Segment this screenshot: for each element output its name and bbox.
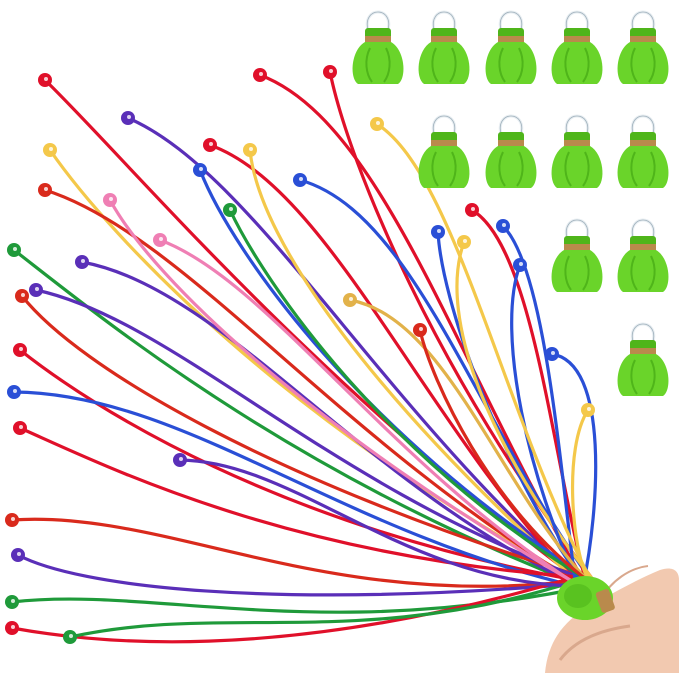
- popper-item: [481, 104, 541, 190]
- popper-item: [613, 104, 673, 190]
- streamer-coil: [513, 258, 527, 272]
- popper-item: [348, 0, 408, 86]
- popper-item: [547, 104, 607, 190]
- streamer: [43, 188, 585, 588]
- streamer: [12, 390, 577, 588]
- streamer-coil: [173, 453, 187, 467]
- streamer-coil: [103, 193, 117, 207]
- streamer-coil: [323, 65, 337, 79]
- streamer-coil: [431, 225, 445, 239]
- streamer-coil: [29, 283, 43, 297]
- streamer: [158, 238, 581, 588]
- streamer-coil: [153, 233, 167, 247]
- streamer: [570, 408, 590, 579]
- streamer: [198, 168, 589, 579]
- streamer: [10, 517, 585, 588]
- streamer-coil: [38, 73, 52, 87]
- streamer: [348, 298, 589, 582]
- streamer-coil: [457, 235, 471, 249]
- streamer-coil: [193, 163, 207, 177]
- streamer: [228, 208, 585, 579]
- streamer-coil: [7, 385, 21, 399]
- streamer-coil: [121, 111, 135, 125]
- streamer: [298, 178, 593, 582]
- popper-item: [613, 208, 673, 294]
- streamer-coil: [7, 243, 21, 257]
- streamer: [550, 352, 598, 588]
- streamer: [108, 198, 577, 585]
- streamer-coil: [465, 203, 479, 217]
- streamer-coil: [5, 595, 19, 609]
- streamer-coil: [581, 403, 595, 417]
- streamer: [248, 148, 581, 585]
- streamer-coil: [43, 143, 57, 157]
- streamer-coil: [370, 117, 384, 131]
- streamer: [501, 224, 577, 582]
- streamer-coil: [11, 548, 25, 562]
- streamer-coil: [496, 219, 510, 233]
- streamer: [470, 208, 589, 588]
- popper-item: [481, 0, 541, 86]
- streamer-coil: [63, 630, 77, 644]
- streamer: [68, 578, 581, 639]
- streamer-coil: [5, 621, 19, 635]
- streamer-coil: [343, 293, 357, 307]
- streamer-coil: [13, 421, 27, 435]
- popper-item: [613, 0, 673, 86]
- streamer-coil: [545, 347, 559, 361]
- streamer: [510, 263, 581, 585]
- streamer-coil: [203, 138, 217, 152]
- streamer: [34, 288, 589, 582]
- popper-item: [547, 208, 607, 294]
- streamer: [18, 348, 593, 585]
- streamer-coil: [223, 203, 237, 217]
- streamer: [418, 328, 593, 585]
- popper-item: [613, 312, 673, 398]
- streamer-coil: [293, 173, 307, 187]
- popper-item: [414, 0, 474, 86]
- streamer: [178, 458, 577, 588]
- streamer: [375, 122, 593, 582]
- streamer: [10, 575, 577, 644]
- streamer-coil: [253, 68, 267, 82]
- streamer-coil: [5, 513, 19, 527]
- streamer: [18, 426, 581, 579]
- streamer-coil: [38, 183, 52, 197]
- streamer: [16, 553, 589, 597]
- streamer: [126, 116, 581, 582]
- popper-item: [414, 104, 474, 190]
- streamer-coil: [75, 255, 89, 269]
- streamer-coil: [413, 323, 427, 337]
- streamer: [20, 294, 585, 579]
- streamer-coil: [243, 143, 257, 157]
- streamer-coil: [15, 289, 29, 303]
- streamer: [80, 260, 581, 588]
- streamer-coil: [13, 343, 27, 357]
- streamer: [12, 248, 577, 585]
- popper-item: [547, 0, 607, 86]
